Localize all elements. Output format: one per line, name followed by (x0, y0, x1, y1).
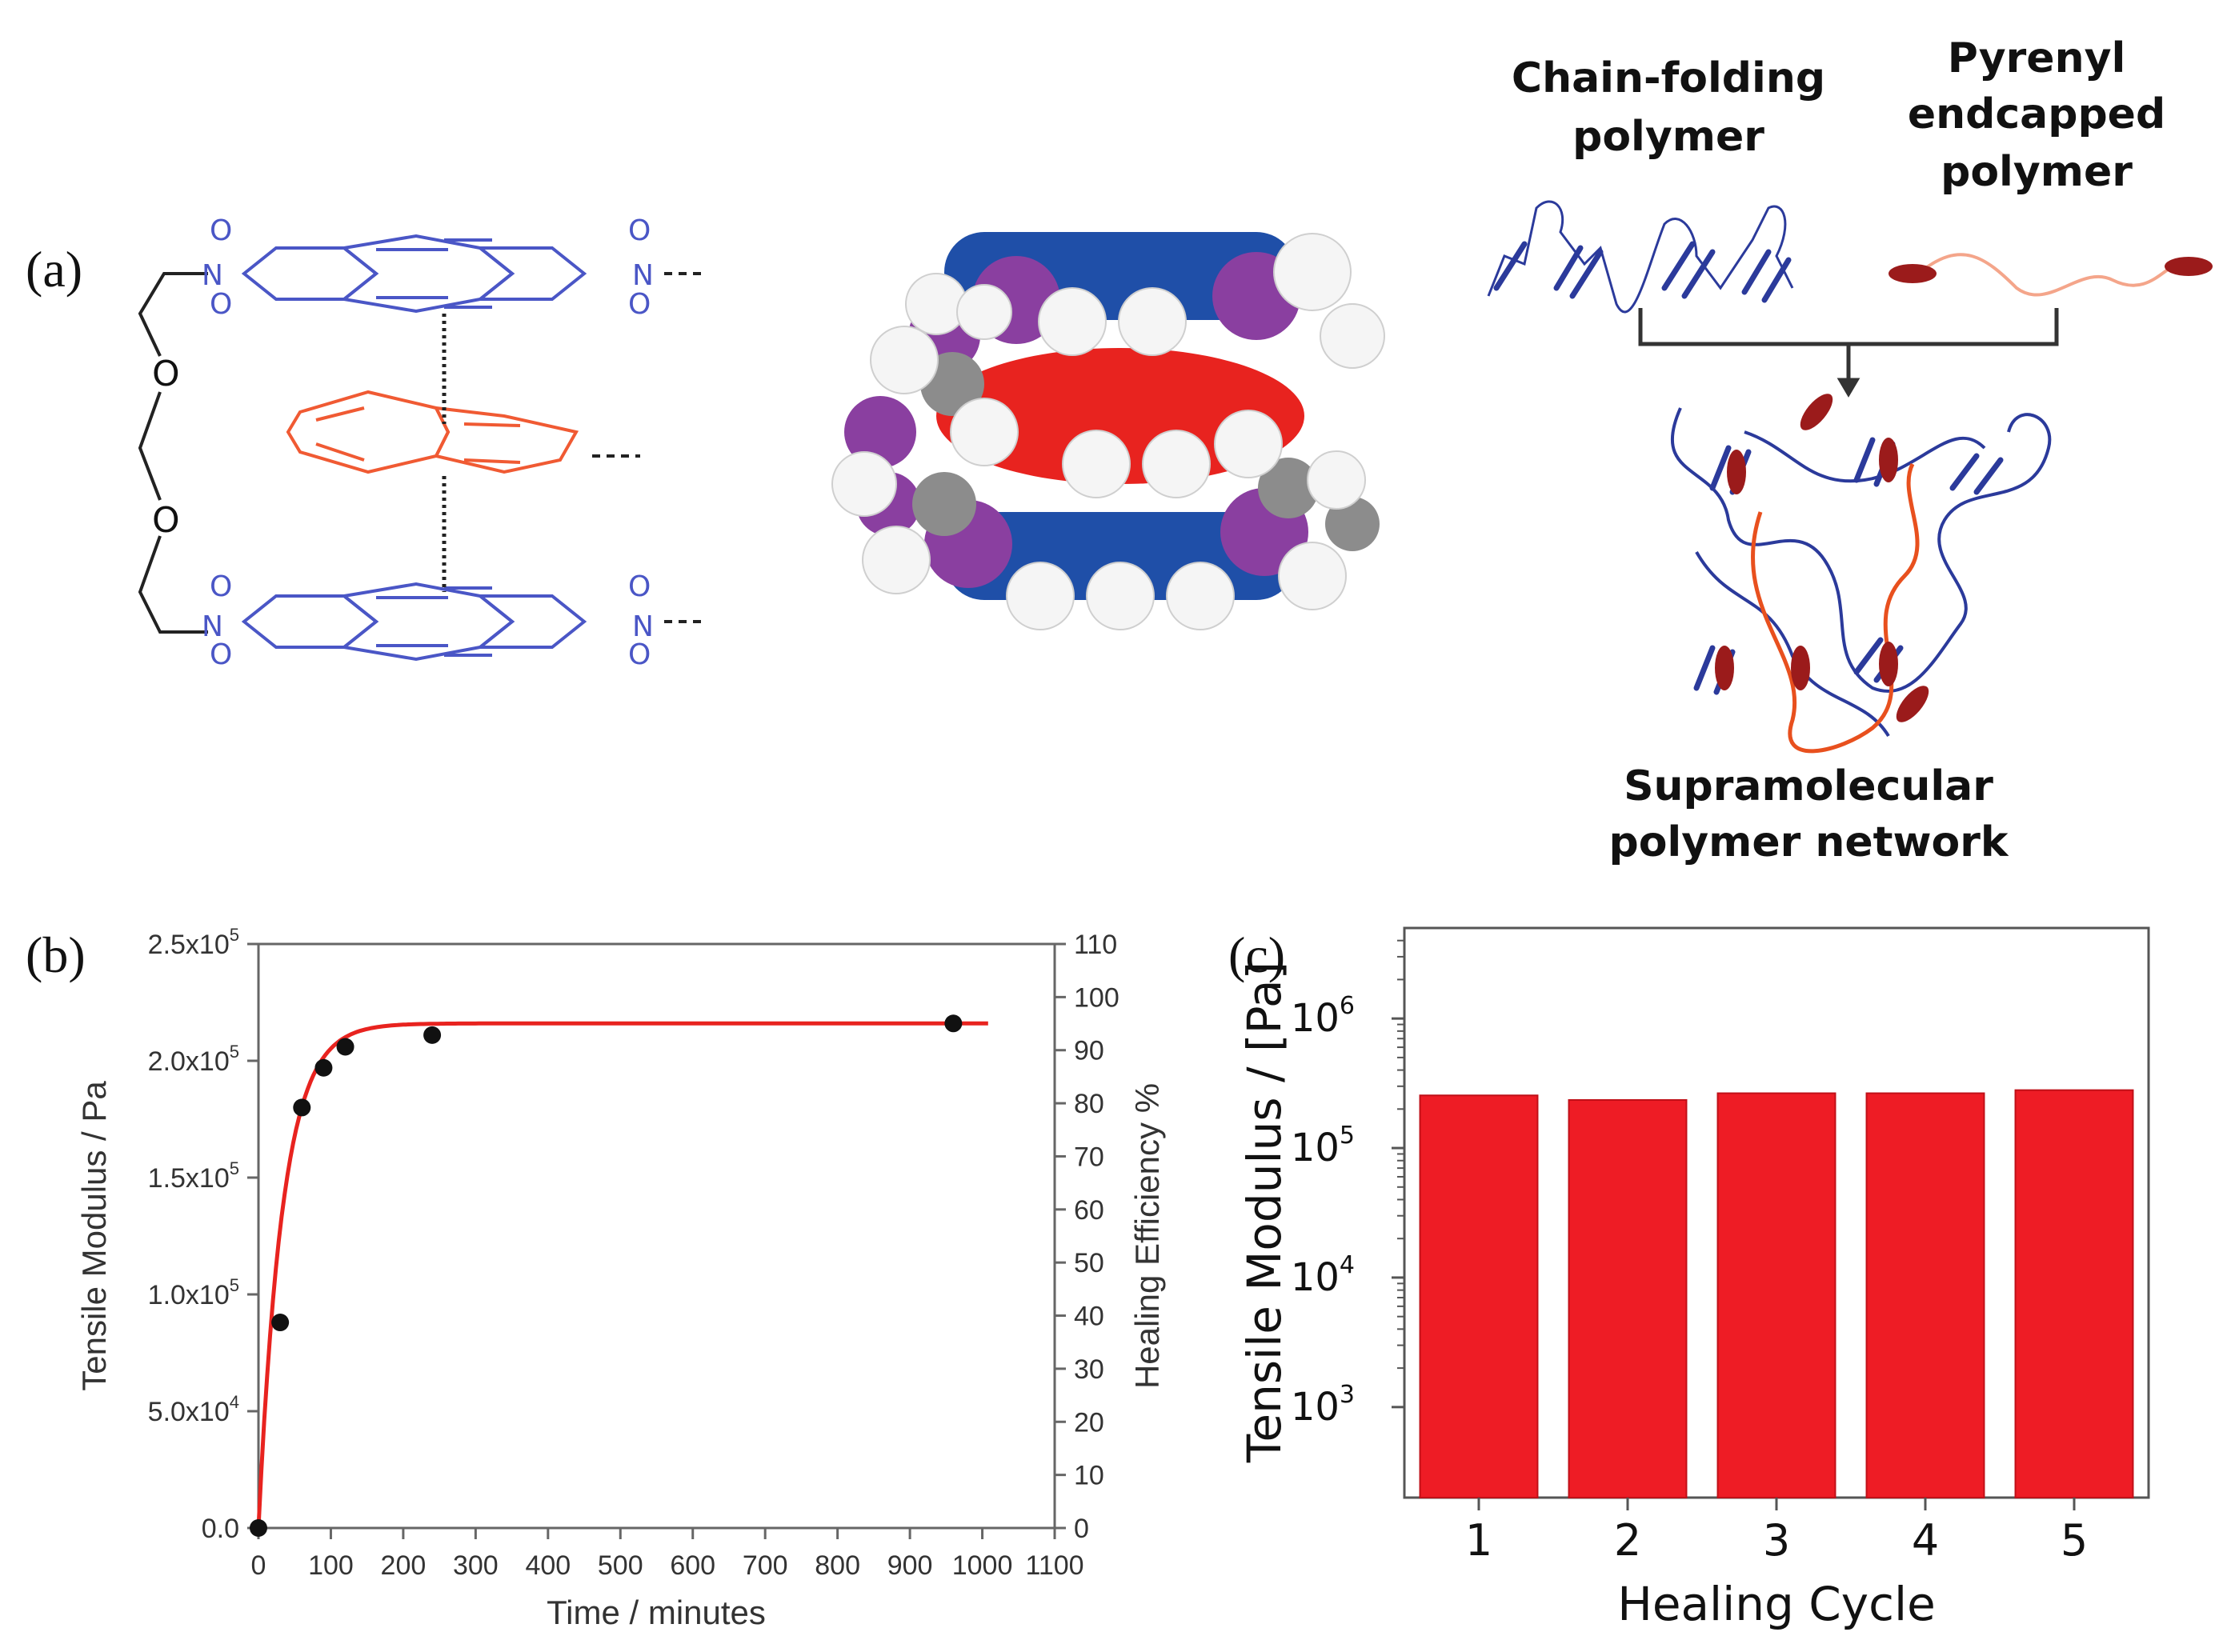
chart-b-data-point (944, 1014, 963, 1033)
pyrenyl-label-line2: endcapped (1908, 90, 2165, 138)
chart-b-y2tick-label: 110 (1074, 930, 1117, 960)
ndi-bottom-n-1: N (202, 610, 223, 643)
chart-c-xtick-label: 4 (1912, 1515, 1939, 1566)
panel-c-label: (c) (1228, 926, 1285, 983)
pyrene-unit (286, 390, 579, 474)
ndi-top-n-1: N (202, 259, 223, 292)
chart-c-xtick-label: 5 (2061, 1515, 2088, 1566)
chart-b-fit-curve (256, 1021, 988, 1529)
chart-b-xtick-label: 900 (887, 1550, 933, 1581)
chart-b-y2tick-label: 60 (1074, 1195, 1104, 1226)
chart-c-bar (2014, 1089, 2134, 1498)
combine-arrow (1638, 308, 2059, 398)
chart-b-ytick-label: 2.5x105 (148, 925, 239, 960)
ndi-bottom-n-2: N (632, 610, 654, 643)
chart-b-data-point (293, 1098, 311, 1117)
chart-b-y2tick-label: 70 (1074, 1142, 1104, 1172)
chart-c-xlabel: Healing Cycle (1617, 1577, 1936, 1631)
pyrenyl-endcapped-polymer (1919, 253, 2177, 297)
pyrenyl-label-line3: polymer (1941, 148, 2133, 196)
chart-b-xtick-label: 100 (308, 1550, 354, 1581)
chemical-structure: O O O N O O N O (138, 214, 704, 671)
ndi-bottom-o-2: O (210, 638, 232, 671)
chart-b-xtick-label: 600 (670, 1550, 715, 1581)
chart-c-xtick-label: 1 (1465, 1515, 1492, 1566)
chart-b-data-point (336, 1038, 354, 1056)
network-cluster (1670, 394, 2052, 754)
ndi-top-o-4: O (628, 288, 651, 321)
chart-b-ytick-label: 5.0x104 (148, 1392, 239, 1427)
chart-b-xtick-label: 0 (251, 1550, 266, 1581)
chart-b-xtick-label: 1100 (1025, 1550, 1083, 1581)
atom-o-1: O (152, 354, 180, 394)
chart-b-ylabel: Tensile Modulus / Pa (75, 1081, 113, 1391)
chart-b-plot-frame (257, 942, 1056, 1530)
chart-b-data-point (314, 1058, 333, 1077)
chart-b-xtick-label: 200 (381, 1550, 427, 1581)
chart-b-ytick-label: 0.0 (202, 1514, 239, 1544)
chart-b-ytick-label: 1.0x105 (148, 1275, 239, 1310)
chart-c-ytick-label: 105 (1291, 1122, 1355, 1170)
chart-c-bar (1865, 1092, 1985, 1499)
chart-b-xtick-label: 800 (815, 1550, 860, 1581)
chart-b-y2tick-label: 0 (1074, 1514, 1089, 1544)
chart-b-y2label: Healing Efficiency % (1128, 1083, 1166, 1389)
chart-b-xtick-label: 500 (598, 1550, 643, 1581)
chart-c-bar (1568, 1098, 1688, 1498)
network-label-line1: Supramolecular (1624, 762, 1993, 810)
ndi-bottom-o-3: O (628, 570, 651, 603)
chain-folding-label-line2: polymer (1572, 113, 1764, 161)
chart-b-xtick-label: 300 (453, 1550, 499, 1581)
chart-b-data-point (423, 1026, 442, 1044)
chart-c-ytick-label: 106 (1291, 992, 1355, 1041)
chart-c-ytick-label: 104 (1291, 1251, 1355, 1300)
chart-b-xtick-label: 400 (525, 1550, 571, 1581)
chart-b-y2tick-label: 40 (1074, 1302, 1104, 1332)
chart-b-xlabel: Time / minutes (547, 1594, 766, 1631)
chain-folding-polymer (1487, 200, 1794, 314)
atom-o-2: O (152, 500, 180, 541)
chart-b-y2tick-label: 10 (1074, 1461, 1104, 1491)
ndi-top-n-2: N (632, 259, 654, 292)
network-label-line2: polymer network (1608, 818, 2009, 866)
chart-c-bar (1716, 1092, 1836, 1499)
chart-b-data-point (250, 1519, 267, 1537)
ndi-unit-top (241, 234, 587, 314)
chart-b-xtick-label: 700 (743, 1550, 788, 1581)
chain-folding-label-line1: Chain-folding (1512, 54, 1825, 102)
ndi-top-o-1: O (210, 214, 232, 247)
chart-c-ytick-label: 103 (1291, 1381, 1355, 1430)
pyrenyl-label-line1: Pyrenyl (1948, 34, 2126, 82)
panel-a-label: (a) (26, 241, 82, 298)
linker-chain (138, 272, 208, 634)
network-schematic: Chain-folding polymer Pyrenyl endcapped … (1487, 34, 2213, 866)
chart-b-xtick-label: 1000 (952, 1550, 1013, 1581)
chain-folding-stacks (1493, 241, 1792, 303)
chart-c-xtick-label: 2 (1614, 1515, 1641, 1566)
chart-b-y2tick-label: 80 (1074, 1089, 1104, 1119)
space-filling-model (831, 232, 1385, 630)
chart-b-y2tick-label: 100 (1074, 982, 1120, 1013)
ndi-bottom-o-1: O (210, 570, 232, 603)
chart-b-y2tick-label: 50 (1074, 1248, 1104, 1278)
ndi-bottom-o-4: O (628, 638, 651, 671)
chart-c-xtick-label: 3 (1763, 1515, 1790, 1566)
chart-c-ylabel: Tensile Modulus / [Pa] (1237, 962, 1292, 1463)
panel-b-label: (b) (26, 926, 86, 983)
chart-b-y2tick-label: 30 (1074, 1354, 1104, 1385)
chart-b-data-point (271, 1314, 290, 1332)
ndi-unit-bottom (241, 582, 587, 662)
chart-b-y2tick-label: 90 (1074, 1036, 1104, 1066)
chart-c-bar (1419, 1094, 1539, 1498)
chart-c-healing-cycles: 103 104 105 106 1 2 3 4 5 Healing Cycle Tensile… (1237, 926, 2150, 1631)
ndi-top-o-2: O (210, 288, 232, 321)
chart-b-ytick-label: 1.5x105 (148, 1158, 239, 1194)
pyrene-endcaps (1889, 257, 2213, 283)
chart-b-y2tick-label: 20 (1074, 1407, 1104, 1438)
chart-b-ytick-label: 2.0x105 (148, 1042, 239, 1077)
ndi-top-o-3: O (628, 214, 651, 247)
